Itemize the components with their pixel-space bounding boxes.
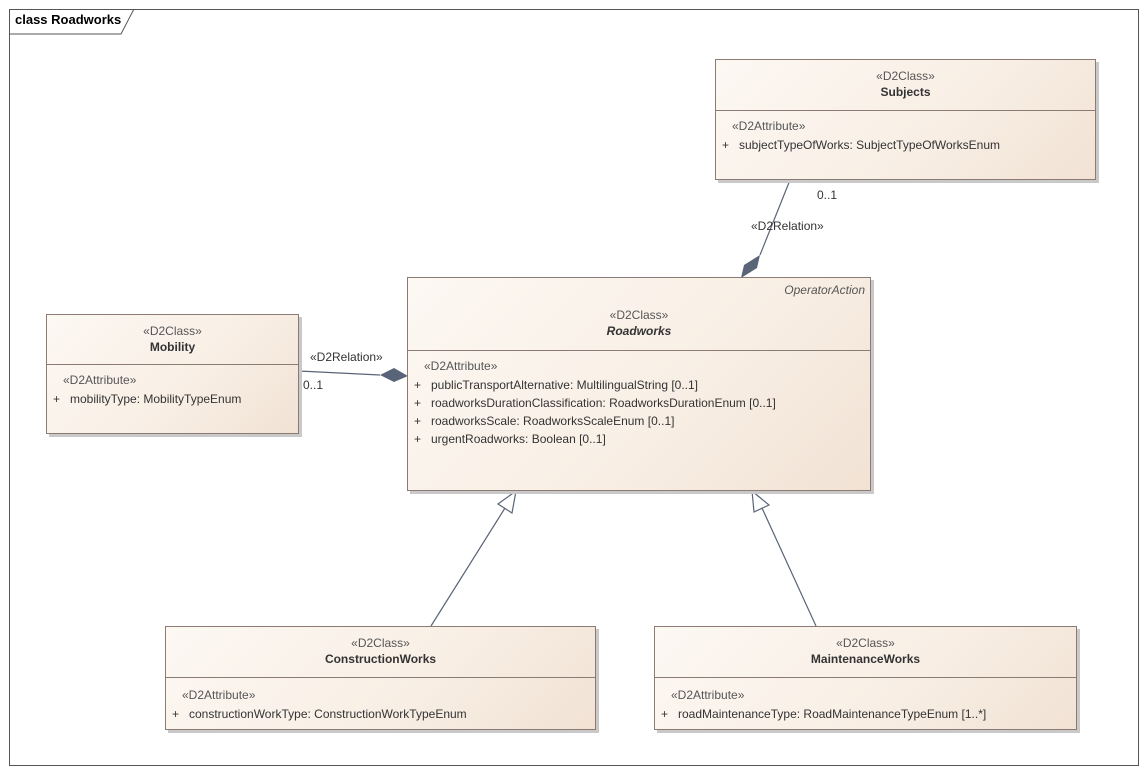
attribute-row[interactable]: + publicTransportAlternative: Multilingua…	[408, 376, 870, 394]
mobility-relation-stereotype: «D2Relation»	[310, 350, 383, 364]
maintenance-generalization-arrow	[751, 489, 771, 513]
visibility-marker: +	[414, 414, 422, 428]
class-name: Subjects	[880, 85, 931, 99]
attribute-text: roadworksDurationClassification: Roadwor…	[431, 396, 776, 410]
subjects-relation-stereotype: «D2Relation»	[751, 219, 824, 233]
class-construction-works[interactable]: «D2Class» ConstructionWorks «D2Attribute…	[165, 626, 596, 730]
attribute-row[interactable]: + roadworksScale: RoadworksScaleEnum [0..…	[408, 412, 870, 430]
class-stereotype: «D2Class»	[351, 636, 410, 650]
class-name: Roadworks	[606, 324, 672, 338]
attribute-row[interactable]: + constructionWorkType: ConstructionWorkT…	[166, 705, 595, 723]
attribute-text: roadworksScale: RoadworksScaleEnum [0..1…	[431, 414, 675, 428]
visibility-marker: +	[722, 138, 730, 152]
visibility-marker: +	[414, 432, 422, 446]
attribute-compartment: «D2Attribute» + publicTransportAlternativ…	[408, 351, 870, 448]
attribute-stereotype: «D2Attribute»	[424, 359, 498, 373]
mobility-composition-diamond	[380, 368, 408, 382]
subjects-multiplicity: 0..1	[817, 188, 838, 202]
class-stereotype: «D2Class»	[836, 636, 895, 650]
visibility-marker: +	[172, 707, 180, 721]
visibility-marker: +	[661, 707, 669, 721]
class-name: ConstructionWorks	[324, 652, 437, 666]
attribute-row[interactable]: + roadMaintenanceType: RoadMaintenanceTyp…	[655, 705, 1076, 723]
construction-generalization-arrow	[496, 489, 517, 514]
attribute-compartment: «D2Attribute» + subjectTypeOfWorks: Subje…	[716, 111, 1095, 154]
class-stereotype: «D2Class»	[876, 69, 935, 83]
visibility-marker: +	[414, 396, 422, 410]
attribute-stereotype: «D2Attribute»	[63, 373, 137, 387]
diagram-frame	[9, 9, 1139, 766]
attribute-text: mobilityType: MobilityTypeEnum	[70, 392, 242, 406]
class-header: OperatorAction «D2Class» Roadworks	[408, 278, 870, 351]
attribute-text: subjectTypeOfWorks: SubjectTypeOfWorksEn…	[739, 138, 1000, 152]
subjects-composition-line	[759, 179, 791, 256]
class-header: «D2Class» Subjects	[716, 60, 1095, 111]
mobility-composition-line	[298, 370, 381, 376]
attribute-stereotype: «D2Attribute»	[182, 688, 256, 702]
class-mobility[interactable]: «D2Class» Mobility «D2Attribute» + mobili…	[46, 314, 299, 434]
construction-generalization-line	[430, 507, 506, 627]
attribute-row[interactable]: + roadworksDurationClassification: Roadwo…	[408, 394, 870, 412]
attribute-row[interactable]: + urgentRoadworks: Boolean [0..1]	[408, 430, 870, 448]
class-name: Mobility	[149, 340, 196, 354]
attribute-text: publicTransportAlternative: Multilingual…	[431, 378, 699, 392]
maintenance-generalization-line	[761, 507, 817, 627]
attribute-row[interactable]: + mobilityType: MobilityTypeEnum	[47, 390, 298, 408]
attribute-stereotype: «D2Attribute»	[732, 119, 806, 133]
visibility-marker: +	[414, 378, 422, 392]
class-subjects[interactable]: «D2Class» Subjects «D2Attribute» + subjec…	[715, 59, 1096, 180]
class-roadworks[interactable]: OperatorAction «D2Class» Roadworks «D2At…	[407, 277, 871, 491]
class-maintenance-works[interactable]: «D2Class» MaintenanceWorks «D2Attribute»…	[654, 626, 1077, 730]
class-header: «D2Class» Mobility	[47, 315, 298, 365]
attribute-stereotype: «D2Attribute»	[671, 688, 745, 702]
mobility-multiplicity: 0..1	[303, 378, 324, 392]
attribute-row[interactable]: + subjectTypeOfWorks: SubjectTypeOfWorksE…	[716, 136, 1095, 154]
class-stereotype: «D2Class»	[143, 324, 202, 338]
class-header: «D2Class» MaintenanceWorks	[655, 627, 1076, 678]
attribute-text: constructionWorkType: ConstructionWorkTy…	[189, 707, 467, 721]
diagram-title: class Roadworks	[15, 12, 122, 27]
attribute-compartment: «D2Attribute» + mobilityType: MobilityTyp…	[47, 365, 298, 408]
class-header: «D2Class» ConstructionWorks	[166, 627, 595, 678]
frame-title-tab	[9, 9, 135, 35]
parent-class-name: OperatorAction	[784, 283, 865, 297]
attribute-compartment: «D2Attribute» + constructionWorkType: Con…	[166, 678, 595, 723]
class-stereotype: «D2Class»	[609, 308, 669, 322]
class-name: MaintenanceWorks	[810, 652, 921, 666]
visibility-marker: +	[53, 392, 61, 406]
subjects-composition-diamond	[741, 255, 760, 278]
attribute-text: roadMaintenanceType: RoadMaintenanceType…	[678, 707, 987, 721]
attribute-text: urgentRoadworks: Boolean [0..1]	[431, 432, 606, 446]
attribute-compartment: «D2Attribute» + roadMaintenanceType: Road…	[655, 678, 1076, 723]
